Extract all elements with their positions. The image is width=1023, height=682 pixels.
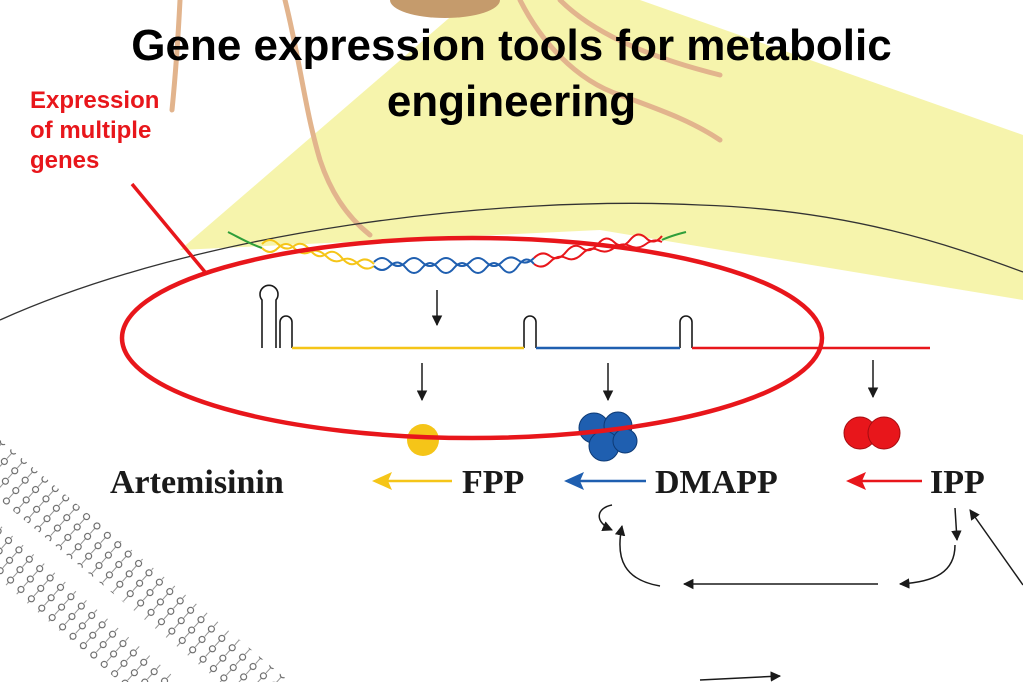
callout-line-2: of multiple (30, 117, 152, 144)
reaction-arrow-ipp-dmapp (846, 472, 922, 490)
upstream-cycle (598, 504, 1023, 682)
lipid-bilayer (0, 440, 290, 682)
reaction-arrow-fpp-artemisinin (372, 472, 452, 490)
molecule-dmapp: DMAPP (655, 464, 778, 501)
seed-decoration (390, 0, 500, 18)
root-decoration (169, 0, 723, 238)
highlight-cone (180, 0, 1023, 300)
title-line-2: engineering (386, 77, 637, 126)
reaction-arrow-dmapp-fpp (564, 472, 646, 490)
enzyme-yellow (407, 424, 439, 456)
callout-line-3: genes (30, 147, 100, 174)
callout-pointer (130, 182, 207, 274)
mrna-transcript (259, 284, 930, 350)
slide-title: Gene expression tools for metabolic engi… (0, 18, 1023, 130)
enzyme-red (843, 416, 901, 450)
callout-line-1: Expression (30, 87, 160, 114)
callout-label: Expression of multiple genes (30, 86, 230, 176)
molecule-fpp: FPP (462, 464, 524, 501)
dna-helix (227, 231, 687, 274)
molecule-ipp: IPP (930, 464, 985, 501)
callout-ellipse (119, 235, 825, 441)
enzyme-blue (578, 411, 638, 462)
cell-membrane (0, 202, 1023, 321)
title-line-1: Gene expression tools for metabolic (131, 21, 892, 70)
molecule-artemisinin: Artemisinin (110, 464, 284, 501)
